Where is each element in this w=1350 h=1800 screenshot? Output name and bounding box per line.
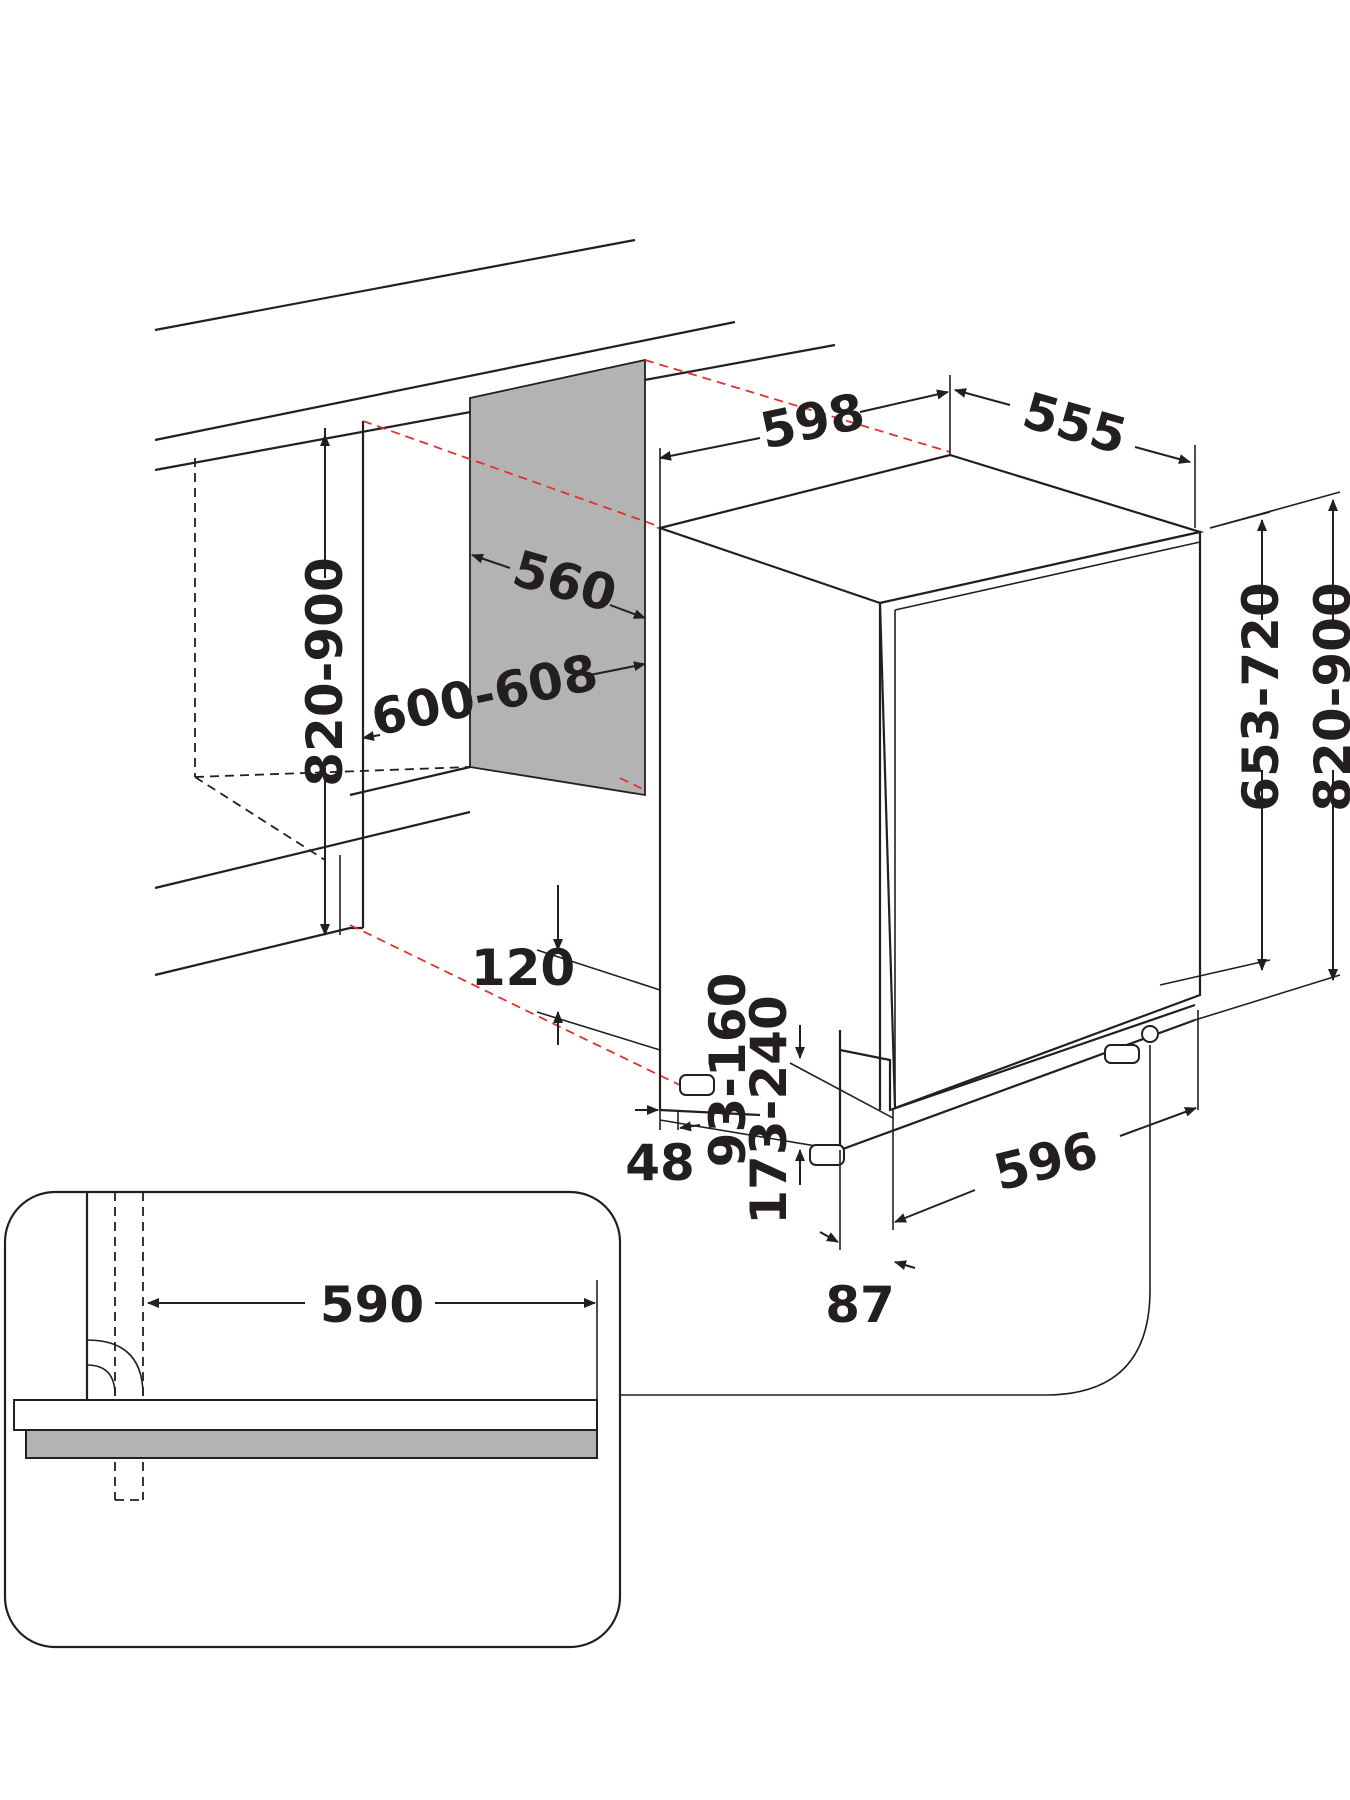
niche-back-wall (469, 358, 646, 797)
label-plinth-height-front: 93-160 (699, 973, 757, 1168)
label-door-panel-height: 653-720 (1232, 582, 1290, 812)
label-detail-width: 590 (320, 1276, 424, 1334)
door-panel (878, 530, 1202, 1110)
label-plinth-height-total: 173-240 (740, 995, 798, 1225)
niche-outline (194, 421, 471, 930)
dimension-lines (320, 375, 1341, 1270)
label-niche-height: 820-900 (296, 557, 354, 787)
label-appliance-width-top: 598 (755, 382, 869, 460)
adjustable-feet (679, 1025, 1159, 1166)
label-door-offset: 87 (825, 1276, 895, 1334)
label-appliance-height: 820-900 (1304, 582, 1350, 812)
detail-inset: 590 (3, 1190, 622, 1649)
label-appliance-width-bottom: 596 (988, 1121, 1103, 1203)
label-foot-offset: 48 (625, 1134, 695, 1192)
label-appliance-depth: 555 (1017, 381, 1133, 466)
label-plinth-depth: 120 (471, 939, 575, 997)
alignment-guides (349, 359, 951, 1091)
detail-callout-line (620, 1045, 1151, 1396)
